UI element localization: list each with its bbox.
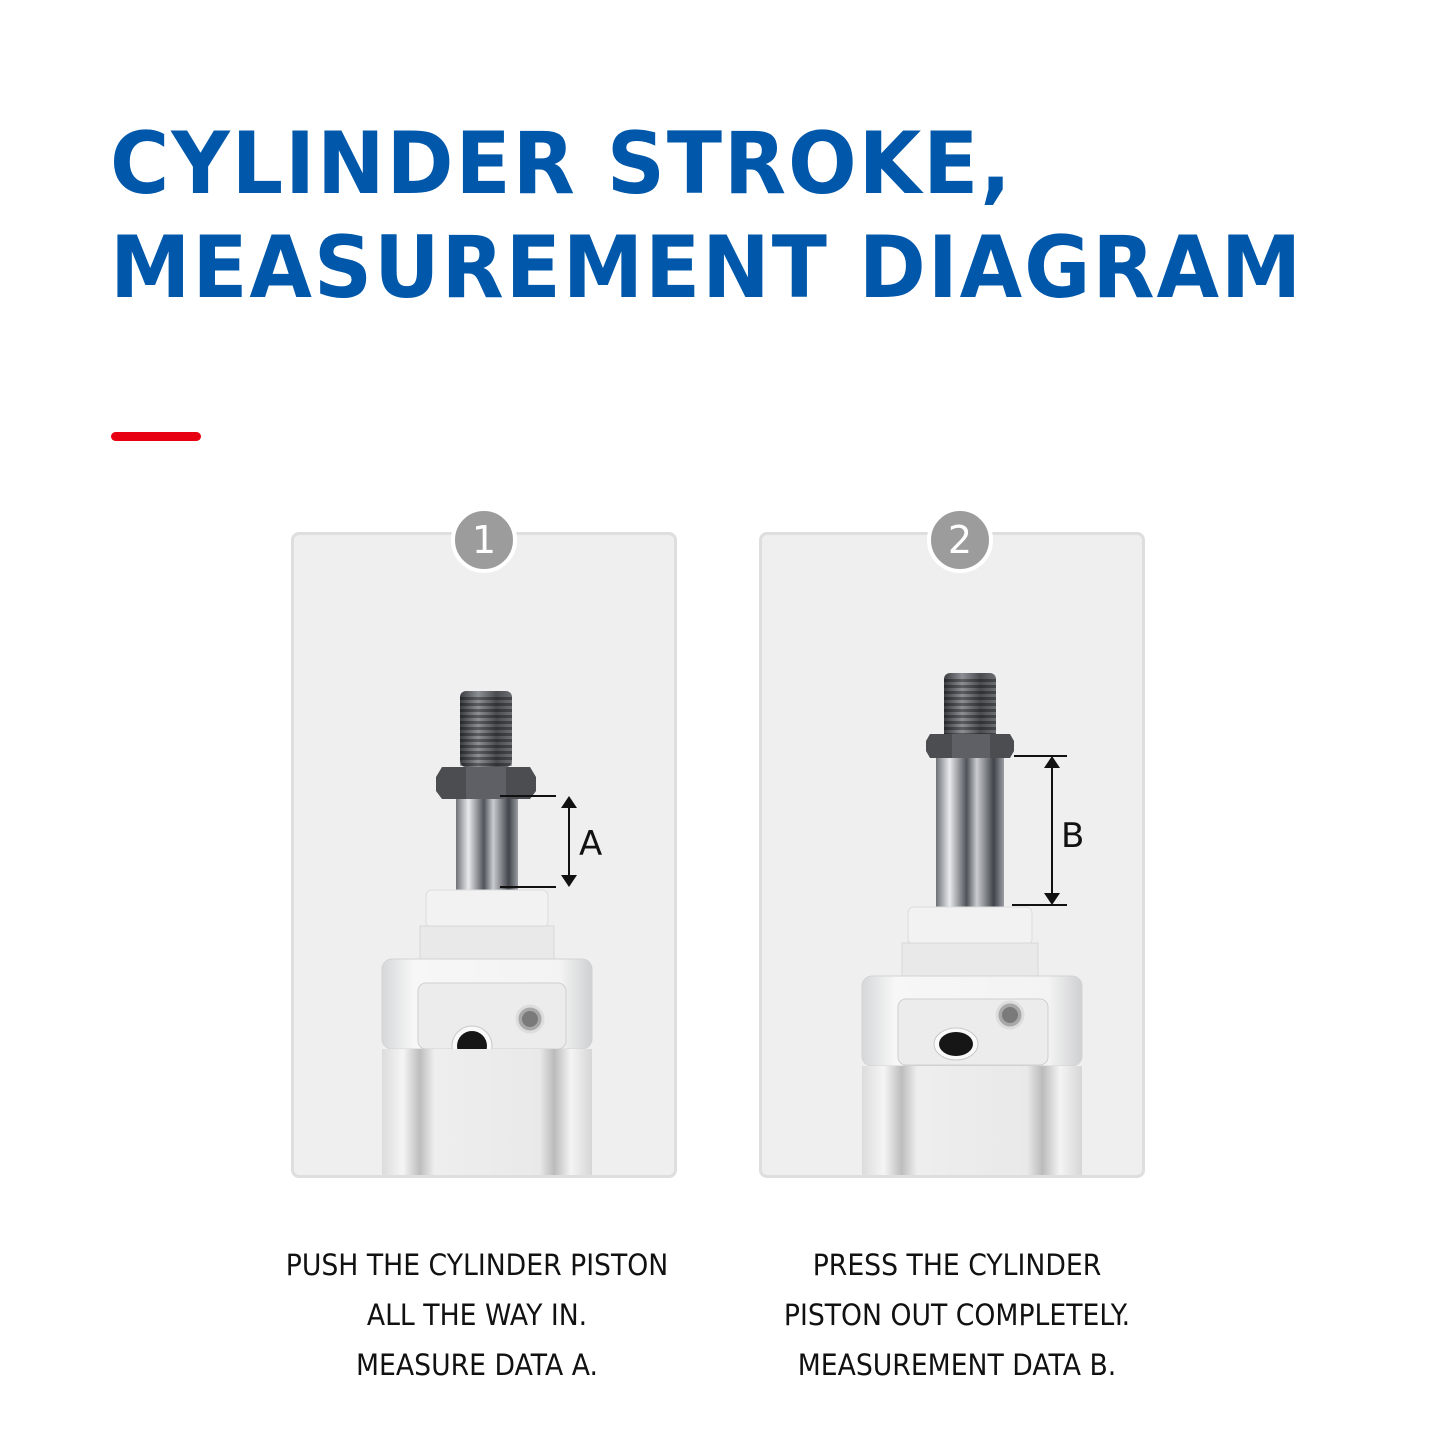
title-line-2: MEASUREMENT DIAGRAM <box>110 218 1304 318</box>
cylinder-retracted-illustration: A <box>381 691 602 1175</box>
step-1-panel: A <box>291 532 677 1178</box>
caption-line: MEASUREMENT DATA B. <box>797 1348 1117 1382</box>
page-title: CYLINDER STROKE, MEASUREMENT DIAGRAM <box>110 112 1303 320</box>
title-line-1: CYLINDER STROKE, <box>110 114 1013 214</box>
dimension-label-a: A <box>579 824 602 864</box>
dimension-label-b: B <box>1061 816 1084 856</box>
step-2-panel: B <box>759 532 1145 1178</box>
caption-line: MEASURE DATA A. <box>356 1348 598 1382</box>
caption-line: ALL THE WAY IN. <box>366 1298 588 1332</box>
step-2-caption: PRESS THE CYLINDER PISTON OUT COMPLETELY… <box>722 1240 1191 1390</box>
accent-divider <box>111 432 201 441</box>
step-1-badge: 1 <box>451 507 517 573</box>
cylinder-extended-illustration: B <box>861 673 1084 1175</box>
caption-line: PISTON OUT COMPLETELY. <box>783 1298 1131 1332</box>
step-1-caption: PUSH THE CYLINDER PISTON ALL THE WAY IN.… <box>242 1240 711 1390</box>
caption-line: PUSH THE CYLINDER PISTON <box>285 1248 669 1282</box>
step-2-badge: 2 <box>927 507 993 573</box>
caption-line: PRESS THE CYLINDER <box>812 1248 1102 1282</box>
